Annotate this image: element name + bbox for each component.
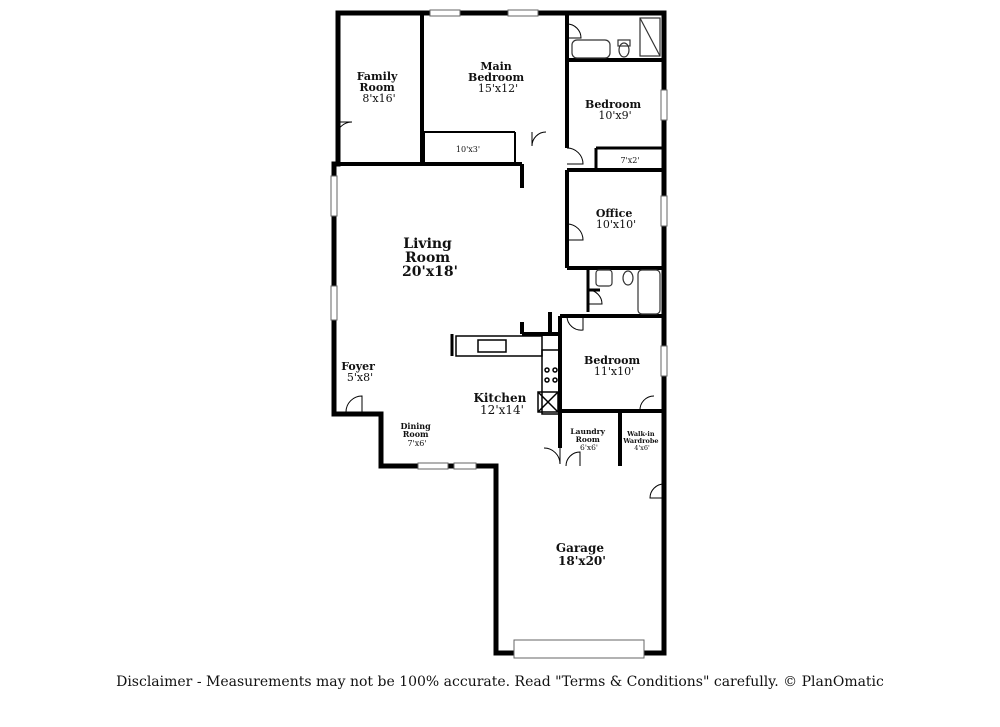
garage-label: Garage 18'x20' bbox=[556, 541, 608, 568]
living-room-label: Living Room 20'x18' bbox=[402, 236, 458, 280]
floor-plan: Family Room 8'x16' Main Bedroom 15'x12' … bbox=[330, 9, 668, 659]
foyer-label: Foyer 5'x8' bbox=[341, 360, 379, 384]
disclaimer-text: Disclaimer - Measurements may not be 100… bbox=[116, 674, 884, 690]
bath-fixtures bbox=[571, 17, 661, 315]
kitchen-counter bbox=[455, 335, 561, 415]
walk-in-wardrobe-label: Walk-in Wardrobe 4'x6' bbox=[622, 430, 661, 452]
main-closet-label: 10'x3' bbox=[456, 145, 480, 154]
kitchen-label: Kitchen 12'x14' bbox=[473, 391, 530, 417]
bedroom-se-label: Bedroom 11'x10' bbox=[584, 354, 644, 378]
room-labels: Family Room 8'x16' Main Bedroom 15'x12' … bbox=[341, 60, 661, 568]
ne-closet-label: 7'x2' bbox=[620, 156, 639, 165]
family-room-label: Family Room 8'x16' bbox=[357, 70, 402, 105]
windows bbox=[330, 9, 668, 659]
dining-room-label: Dining Room 7'x6' bbox=[400, 421, 433, 448]
laundry-room-label: Laundry Room 6'x6' bbox=[570, 427, 607, 452]
office-label: Office 10'x10' bbox=[596, 207, 636, 231]
doors bbox=[335, 23, 665, 499]
main-bedroom-label: Main Bedroom 15'x12' bbox=[468, 60, 528, 95]
bedroom-ne-label: Bedroom 10'x9' bbox=[585, 98, 645, 122]
